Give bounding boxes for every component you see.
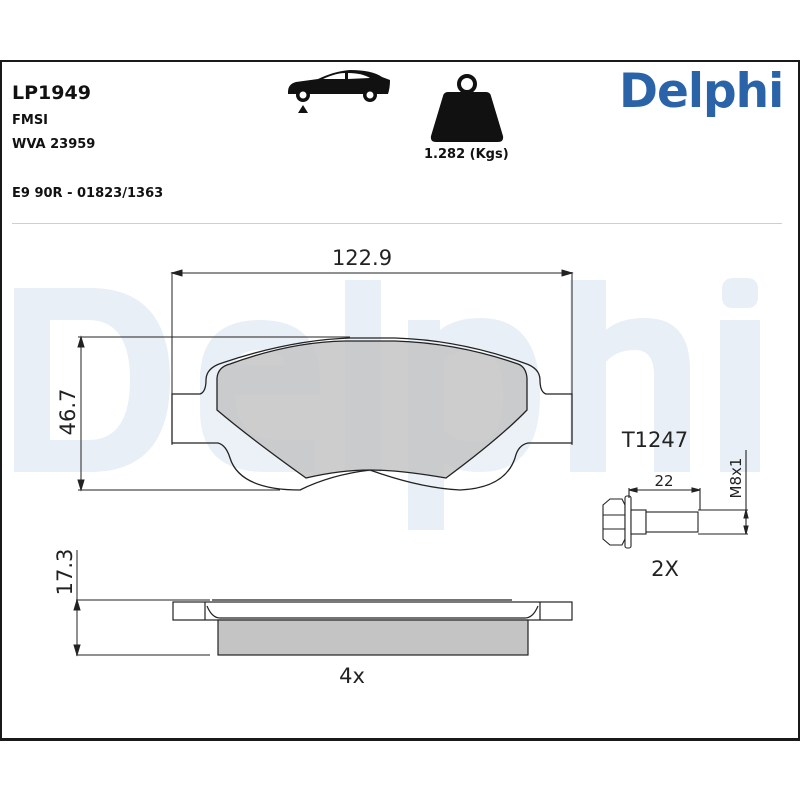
bolt-quantity-label: 2X [651,557,679,581]
fmsi-label: FMSI [12,113,49,128]
header-divider [12,223,782,224]
brand-logo: Delphi [619,64,784,119]
car-front-axle-icon [288,70,390,113]
weight-value: 1.282 (Kgs) [424,147,509,162]
thickness-dimension-label: 17.3 [53,549,77,596]
brake-pad-side-view [172,599,573,656]
height-dimension-label: 46.7 [56,389,80,436]
height-dimension [77,335,350,492]
wva-number: WVA 23959 [12,137,96,152]
bolt-icon [602,450,749,549]
weight-icon [430,74,504,142]
width-dimension-label: 122.9 [332,246,392,270]
brake-pad-front-view [171,337,573,491]
bolt-length-label: 22 [654,472,673,490]
accessory-code: T1247 [621,428,688,452]
bolt-thread-label: M8x1 [727,458,745,499]
pad-quantity-label: 4x [339,664,365,688]
drawing-frame [0,60,800,741]
ece-approval: E9 90R - 01823/1363 [12,186,164,201]
thickness-dimension [73,550,210,657]
part-number: LP1949 [12,82,91,104]
